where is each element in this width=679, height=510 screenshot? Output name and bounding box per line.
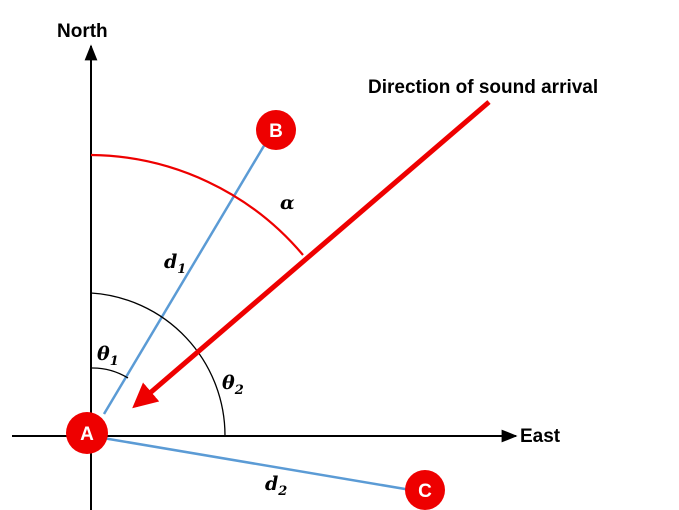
theta1-arc bbox=[90, 367, 129, 379]
baseline-a-b bbox=[102, 133, 273, 415]
sound-arrival-arrow bbox=[132, 100, 491, 409]
east-label: East bbox=[520, 426, 561, 447]
d1-symbol: d1 bbox=[164, 251, 186, 277]
sound-arrival-label: Direction of sound arrival bbox=[368, 77, 598, 98]
theta1-symbol: θ1 bbox=[97, 343, 119, 369]
theta2-arc bbox=[90, 292, 226, 437]
d2-symbol: d2 bbox=[265, 473, 287, 499]
svg-text:B: B bbox=[269, 121, 283, 142]
node-a: A bbox=[66, 412, 108, 454]
svg-text:C: C bbox=[418, 481, 432, 502]
svg-text:A: A bbox=[80, 424, 94, 445]
node-c: C bbox=[405, 470, 445, 510]
node-b: B bbox=[256, 110, 296, 150]
alpha-symbol: α bbox=[280, 192, 295, 214]
north-label: North bbox=[57, 21, 108, 42]
baseline-a-c bbox=[90, 434, 412, 492]
theta2-symbol: θ2 bbox=[222, 372, 244, 398]
alpha-arc bbox=[90, 153, 304, 256]
